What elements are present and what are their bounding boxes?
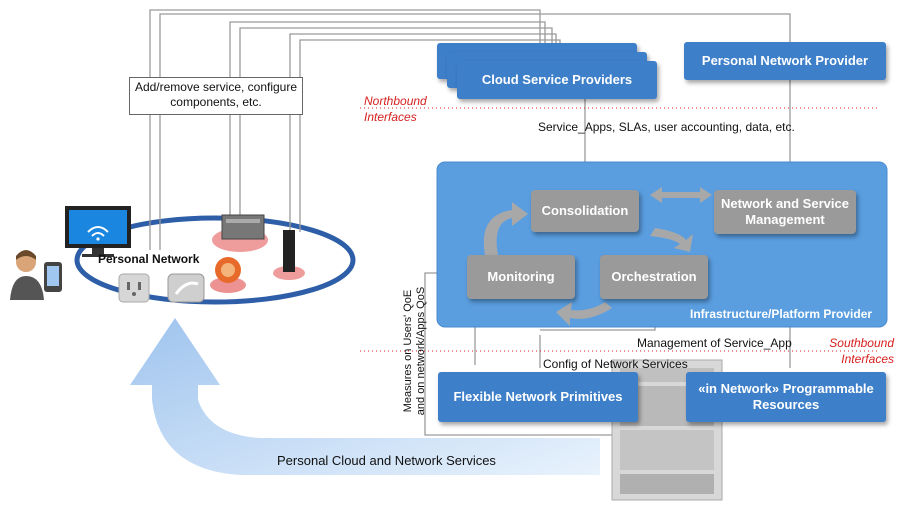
personal-network-label: Personal Network — [98, 252, 200, 266]
flexible-network-primitives-box[interactable]: Flexible Network Primitives — [438, 372, 638, 422]
server-rack-icon — [611, 359, 723, 501]
network-service-management-box[interactable]: Network and Service Management — [714, 190, 856, 234]
config-network-services-label: Config of Network Services — [543, 357, 688, 371]
personal-cloud-services-label: Personal Cloud and Network Services — [277, 453, 496, 468]
add-remove-label: Add/remove service, configure components… — [129, 77, 303, 115]
phone-icon — [44, 262, 62, 292]
thermostat-icon — [167, 273, 205, 303]
power-plug-icon — [118, 273, 150, 303]
management-of-service-label: Management of Service_App — [637, 336, 792, 350]
service-apps-label: Service_Apps, SLAs, user accounting, dat… — [538, 120, 795, 134]
personal-cloud-arrow — [130, 318, 600, 475]
northbound-label: Northbound Interfaces — [364, 94, 427, 124]
personal-network-ellipse — [74, 215, 356, 305]
infrastructure-provider-label: Infrastructure/Platform Provider — [690, 307, 873, 321]
cycle-arrows — [483, 187, 712, 326]
smoke-alarm-icon — [210, 257, 246, 293]
orchestration-box[interactable]: Orchestration — [600, 255, 708, 299]
infrastructure-panel — [436, 161, 888, 328]
router-icon — [212, 214, 268, 252]
monitor-icon — [65, 206, 131, 257]
personal-network-provider-box[interactable]: Personal Network Provider — [684, 42, 886, 80]
user-icon — [10, 250, 44, 300]
tv-box-icon — [273, 230, 305, 280]
southbound-label: Southbound Interfaces — [829, 336, 894, 366]
cloud-service-providers-box[interactable]: Cloud Service Providers — [457, 61, 657, 99]
monitoring-box[interactable]: Monitoring — [467, 255, 575, 299]
in-network-resources-box[interactable]: «in Network» Programmable Resources — [686, 372, 886, 422]
consolidation-box[interactable]: Consolidation — [531, 190, 639, 232]
